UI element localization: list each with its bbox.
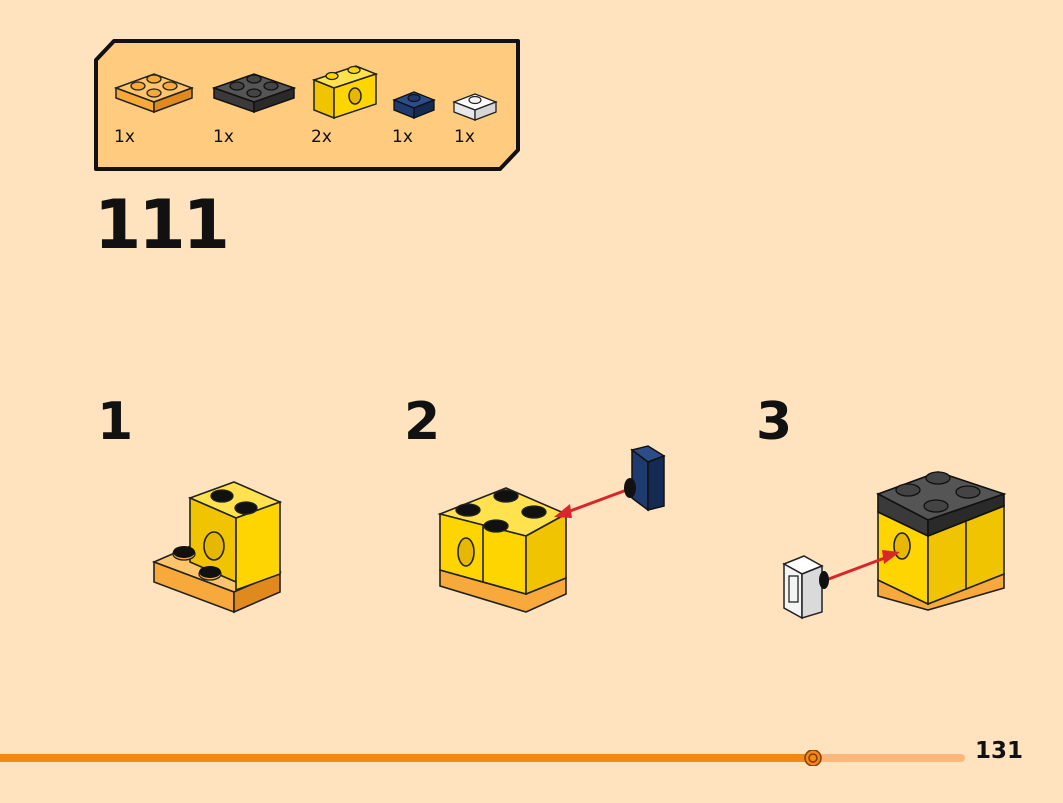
substep-3-illustration [782, 471, 1007, 620]
parts-callout: 1x 1x 2x 1x 1x [92, 38, 524, 172]
substep-2-illustration [437, 445, 666, 613]
part-qty-black-plate: 1x [213, 127, 234, 147]
page-number: 131 [974, 738, 1023, 764]
part-qty-navy-plate: 1x [392, 127, 413, 147]
orange-plate-icon [114, 73, 194, 114]
substep-1-number: 1 [97, 392, 134, 452]
part-qty-orange-plate: 1x [114, 127, 135, 147]
page-progress-bar [0, 750, 965, 766]
part-qty-white-plate: 1x [454, 127, 475, 147]
yellow-technic-brick-icon [311, 65, 379, 120]
black-plate-icon [212, 73, 296, 114]
white-plate-icon [452, 93, 498, 121]
part-qty-yellow-brick: 2x [311, 127, 332, 147]
parts-callout-frame [94, 39, 520, 171]
substep-3-number: 3 [756, 392, 793, 452]
step-number: 111 [94, 186, 230, 265]
navy-plate-icon [392, 91, 436, 119]
progress-indicator-icon [804, 750, 822, 766]
substep-2-number: 2 [404, 392, 441, 452]
substep-1-illustration [151, 481, 283, 614]
